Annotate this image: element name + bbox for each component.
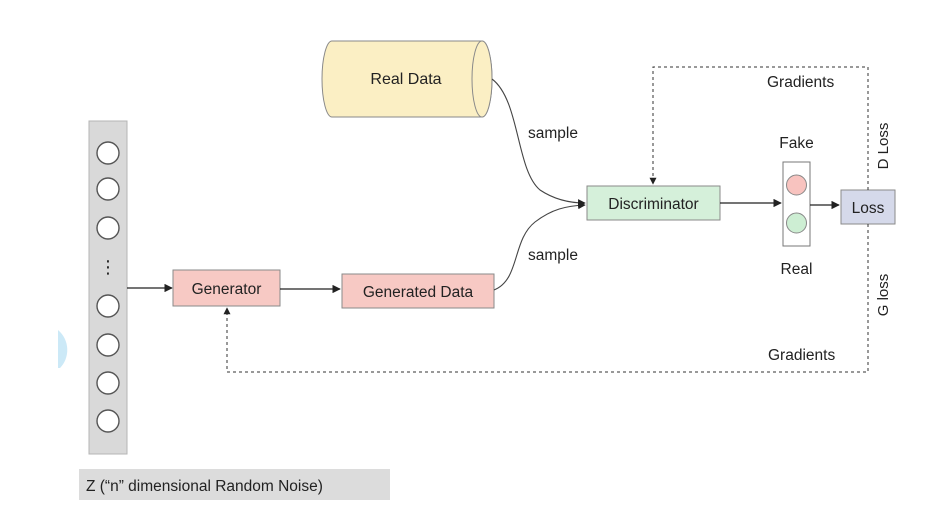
neuron bbox=[96, 216, 120, 240]
noise-neurons bbox=[96, 141, 120, 433]
generated-data-box bbox=[341, 273, 495, 309]
neuron bbox=[96, 141, 120, 165]
d-loss-label: D Loss bbox=[875, 123, 892, 170]
sample-label-generated: sample bbox=[528, 247, 578, 264]
neuron bbox=[96, 294, 120, 318]
neuron bbox=[96, 177, 120, 201]
edge-g-gradient bbox=[223, 224, 869, 373]
edge-real-discriminator bbox=[491, 78, 586, 207]
generator-box bbox=[172, 269, 281, 307]
edge-decoration bbox=[58, 330, 68, 368]
edge-generated-discriminator bbox=[493, 201, 586, 291]
fake-light bbox=[786, 174, 807, 196]
gradients-label-top: Gradients bbox=[767, 74, 834, 91]
noise-vector-bar bbox=[88, 120, 128, 455]
gradients-label-bottom: Gradients bbox=[768, 347, 835, 364]
real-light bbox=[786, 212, 807, 234]
neuron bbox=[96, 333, 120, 357]
g-loss-label: G loss bbox=[875, 274, 892, 317]
discriminator-label: Discriminator bbox=[608, 196, 698, 213]
noise-caption: Z (“n” dimensional Random Noise) bbox=[86, 478, 323, 495]
real-data-cylinder bbox=[321, 40, 493, 118]
generator-label: Generator bbox=[192, 281, 262, 298]
real-data-label: Real Data bbox=[370, 71, 441, 88]
noise-ellipsis: ⋮ bbox=[99, 257, 117, 277]
edge-d-gradient bbox=[649, 66, 869, 190]
loss-label: Loss bbox=[852, 200, 885, 217]
loss-box bbox=[840, 189, 896, 225]
sample-label-real: sample bbox=[528, 125, 578, 142]
real-label: Real bbox=[781, 261, 813, 278]
generated-data-label: Generated Data bbox=[363, 284, 474, 301]
neuron bbox=[96, 409, 120, 433]
neuron bbox=[96, 371, 120, 395]
fake-label: Fake bbox=[779, 135, 813, 152]
noise-caption-box bbox=[79, 469, 390, 500]
